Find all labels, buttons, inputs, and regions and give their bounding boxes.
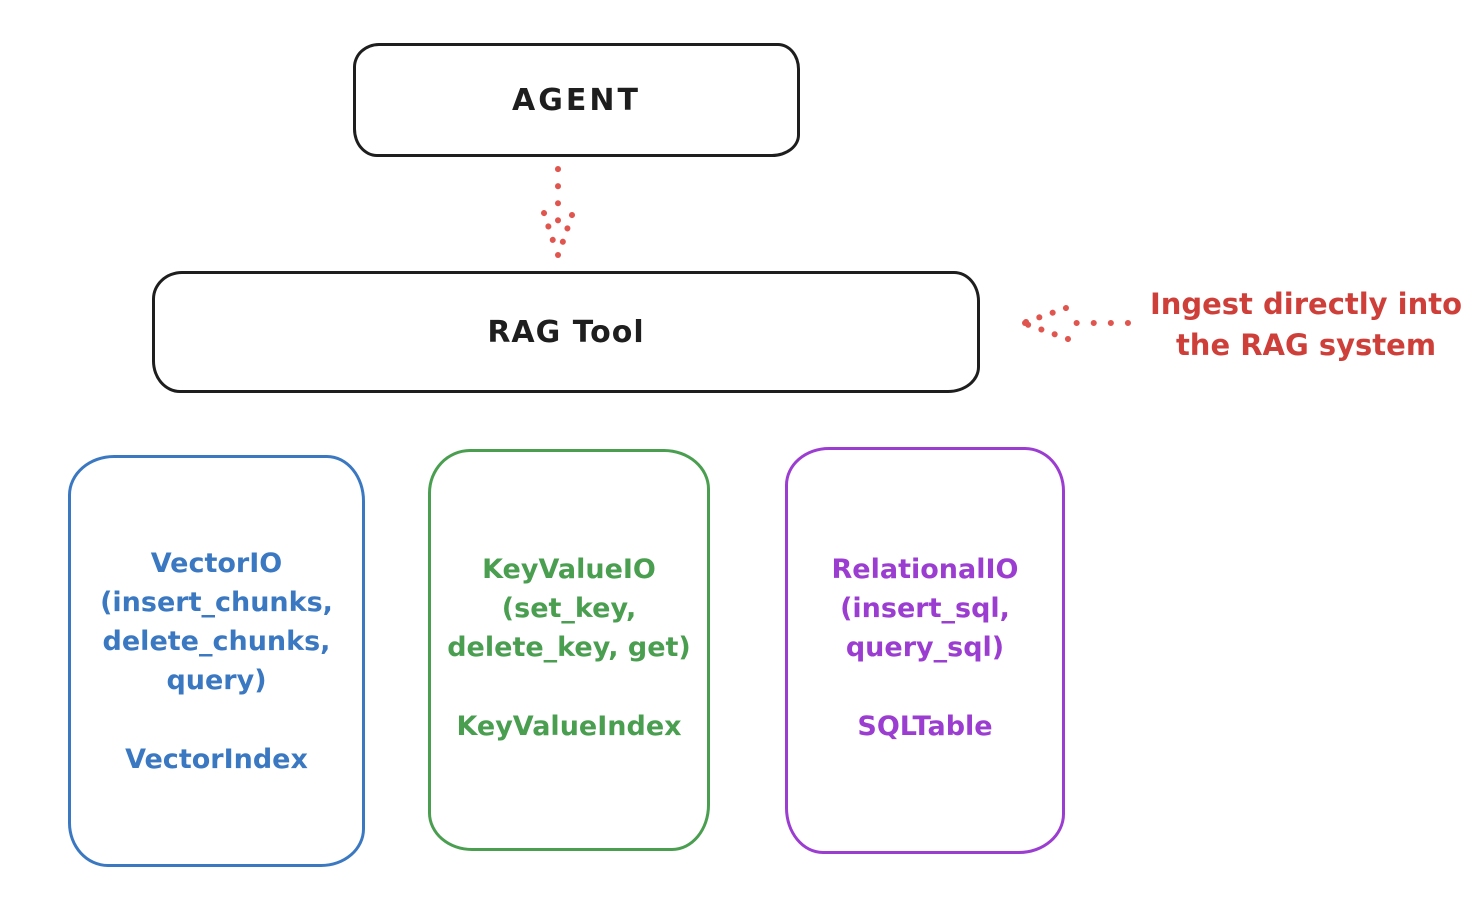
backend-line: KeyValueIO <box>482 554 656 585</box>
relational-io-box: RelationalIO (insert_sql, query_sql) SQL… <box>785 447 1065 854</box>
ingest-annotation-line2: the RAG system <box>1175 328 1437 362</box>
relational-io-methods: RelationalIO (insert_sql, query_sql) <box>788 550 1062 667</box>
rag-tool-box: RAG Tool <box>152 271 980 393</box>
vector-io-box: VectorIO (insert_chunks, delete_chunks, … <box>68 455 365 867</box>
backend-line: (insert_sql, <box>840 593 1010 624</box>
arrow-down-dotted-icon <box>541 166 575 258</box>
vector-index-label: VectorIndex <box>125 744 308 775</box>
ingest-annotation-line1: Ingest directly into <box>1149 287 1463 321</box>
agent-label: AGENT <box>512 82 641 118</box>
rag-tool-label: RAG Tool <box>487 314 645 350</box>
keyvalue-index-label: KeyValueIndex <box>456 711 682 742</box>
sql-table-label: SQLTable <box>857 711 993 742</box>
vector-io-methods: VectorIO (insert_chunks, delete_chunks, … <box>71 544 362 700</box>
ingest-annotation: Ingest directly into the RAG system <box>1138 284 1474 366</box>
backend-line: query) <box>166 665 267 696</box>
backend-line: delete_chunks, <box>102 626 331 657</box>
keyvalue-io-methods: KeyValueIO (set_key, delete_key, get) <box>431 550 707 667</box>
backend-line: (insert_chunks, <box>100 587 333 618</box>
backend-line: delete_key, get) <box>447 632 691 663</box>
backend-line: query_sql) <box>845 632 1005 663</box>
agent-box: AGENT <box>353 43 800 157</box>
keyvalue-io-box: KeyValueIO (set_key, delete_key, get) Ke… <box>428 449 710 851</box>
backend-line: RelationalIO <box>831 554 1019 585</box>
backend-line: (set_key, <box>501 593 637 624</box>
backend-line: VectorIO <box>150 548 283 579</box>
arrow-left-dotted-icon <box>1022 305 1131 342</box>
